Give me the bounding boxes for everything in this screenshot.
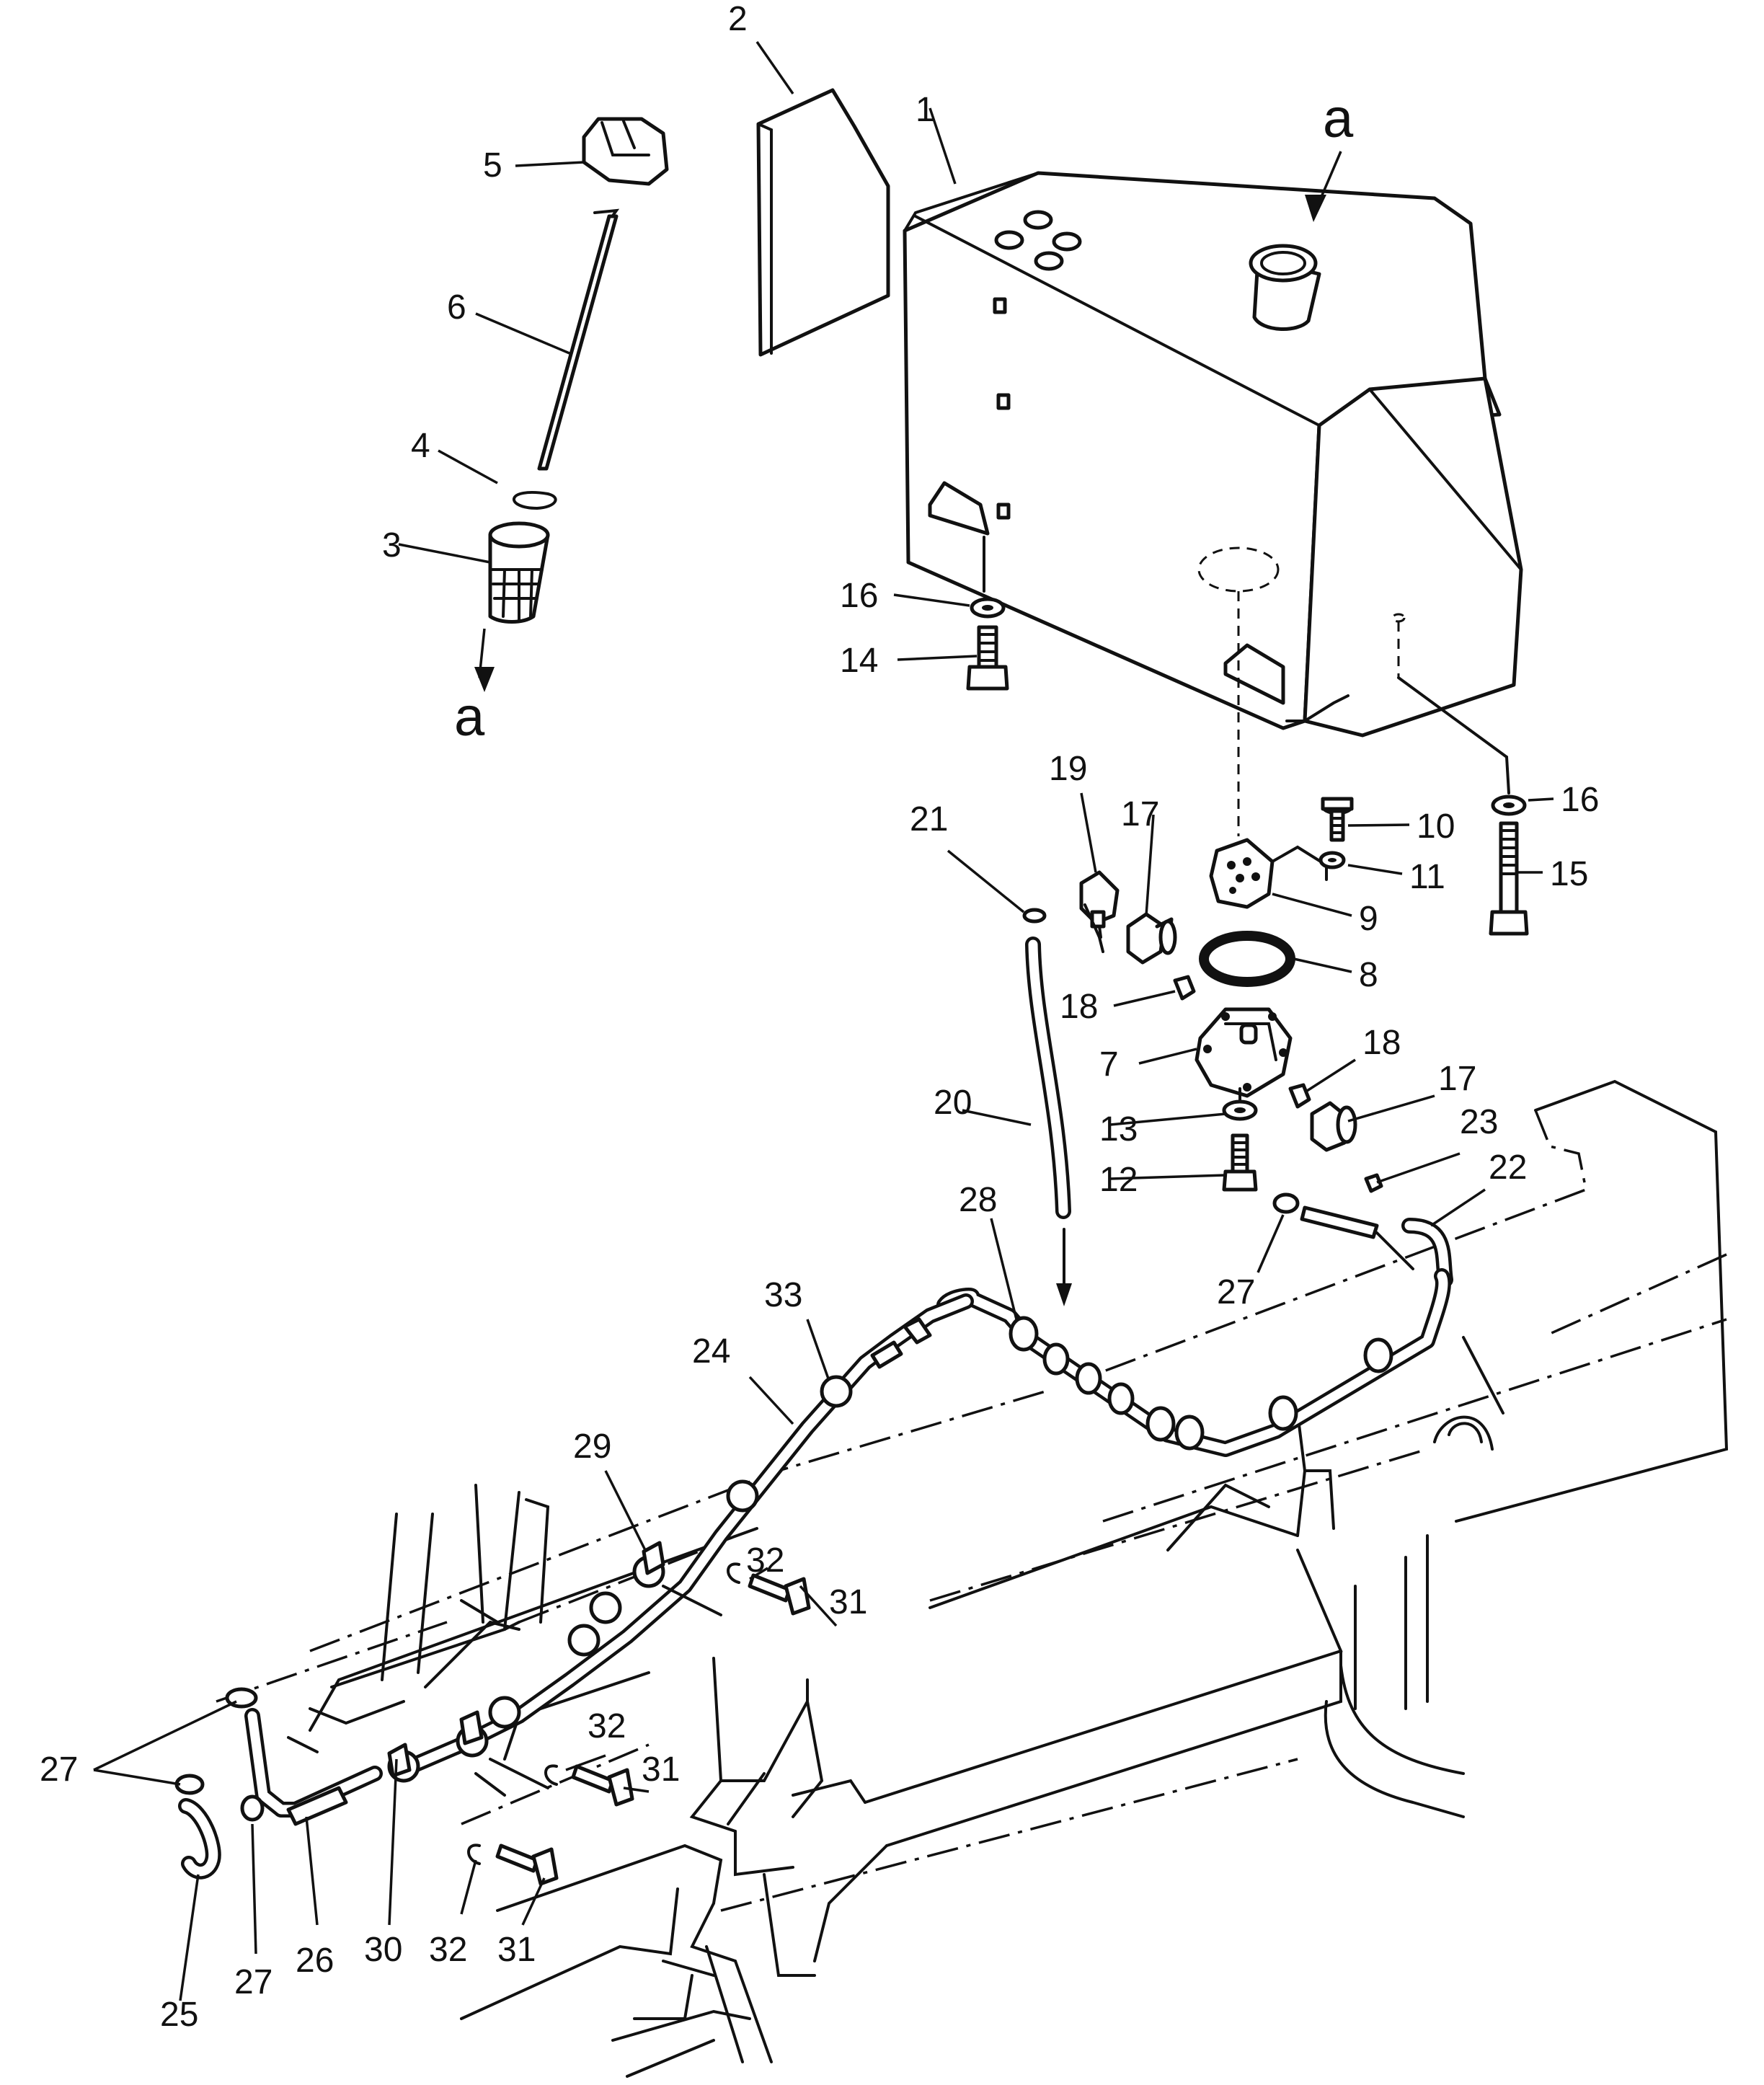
- leader-lines: [93, 41, 1554, 2001]
- callout-25: 25: [160, 1996, 198, 2034]
- callout-23: 23: [1460, 1103, 1498, 1141]
- hose-22-clamp-27: [1272, 1192, 1453, 1288]
- fuel-tank: [903, 171, 1523, 836]
- callout-labels: a a 1 2 3 4 5 6 7 8 9 10 11 12 13 14 15 …: [40, 0, 1599, 2034]
- drain-assembly: [1195, 838, 1328, 1192]
- callout-28: 28: [959, 1181, 997, 1219]
- callout-17-right: 17: [1438, 1060, 1476, 1098]
- lower-hose-end: [174, 1687, 383, 1880]
- callout-13: 13: [1099, 1110, 1138, 1148]
- callout-1: 1: [916, 91, 935, 129]
- callout-30: 30: [364, 1931, 402, 1969]
- machine-frame: [216, 1079, 1729, 2078]
- bolt-10-washer-11: [1318, 797, 1354, 869]
- callout-9: 9: [1359, 900, 1378, 938]
- callout-2: 2: [728, 0, 748, 38]
- view-marker-a-top: a: [1323, 88, 1354, 149]
- callout-8: 8: [1359, 956, 1378, 994]
- callout-11: 11: [1409, 858, 1445, 896]
- filler-strainer-assembly: [488, 117, 669, 624]
- callout-14: 14: [840, 642, 878, 680]
- callout-19: 19: [1049, 750, 1087, 788]
- callout-15: 15: [1550, 855, 1588, 893]
- callout-16-right: 16: [1561, 781, 1599, 819]
- callout-32-bottom: 32: [429, 1931, 467, 1969]
- callout-4: 4: [411, 427, 430, 465]
- callout-18-right: 18: [1362, 1024, 1401, 1062]
- callout-22: 22: [1489, 1148, 1527, 1187]
- callout-27-bottom: 27: [234, 1963, 272, 2001]
- callout-10: 10: [1417, 807, 1455, 846]
- fuel-line: [387, 1268, 1451, 1797]
- view-marker-a-bottom: a: [454, 686, 485, 748]
- vent-hose: [1022, 908, 1072, 1306]
- callout-21: 21: [910, 800, 948, 838]
- callout-18-left: 18: [1060, 988, 1098, 1026]
- callout-16-left: 16: [840, 577, 878, 615]
- callout-27-right: 27: [1217, 1273, 1255, 1311]
- callout-17-top: 17: [1121, 795, 1159, 833]
- valve-fittings: [1079, 870, 1383, 1193]
- callout-3: 3: [382, 526, 402, 565]
- callout-27-left: 27: [40, 1750, 78, 1789]
- pipe-clamps: [387, 1316, 1393, 1783]
- callout-32-top: 32: [746, 1541, 784, 1580]
- callout-31-middle: 31: [642, 1750, 680, 1789]
- callout-32-middle: 32: [588, 1707, 626, 1745]
- callout-29: 29: [573, 1427, 611, 1466]
- cover-panel: [756, 88, 890, 357]
- callout-24: 24: [692, 1332, 730, 1371]
- callout-5: 5: [483, 146, 502, 185]
- callout-33: 33: [764, 1276, 802, 1314]
- mounting-bolts: [966, 536, 1529, 936]
- callout-20: 20: [934, 1084, 972, 1122]
- callout-12: 12: [1099, 1161, 1138, 1199]
- callout-6: 6: [447, 288, 466, 327]
- callout-26: 26: [296, 1942, 334, 1980]
- callout-31-bottom: 31: [497, 1931, 536, 1969]
- callout-31-top: 31: [829, 1583, 867, 1621]
- callout-7: 7: [1099, 1045, 1119, 1084]
